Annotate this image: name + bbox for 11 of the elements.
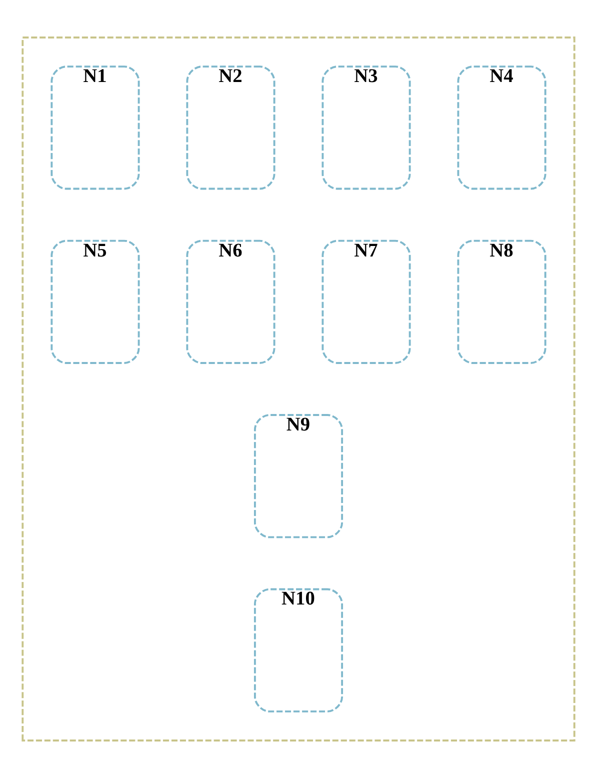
node-box: N10 (254, 588, 344, 712)
node-box: N1 (50, 66, 140, 190)
cluster (22, 36, 576, 742)
node-box: N8 (457, 240, 546, 364)
node-box: N2 (186, 66, 276, 190)
node-box: N4 (457, 66, 546, 190)
node-box: N5 (50, 240, 140, 364)
node-box: N3 (322, 66, 411, 190)
node-box: N6 (186, 240, 276, 364)
node-box: N9 (254, 414, 344, 538)
node-box: N7 (322, 240, 411, 364)
